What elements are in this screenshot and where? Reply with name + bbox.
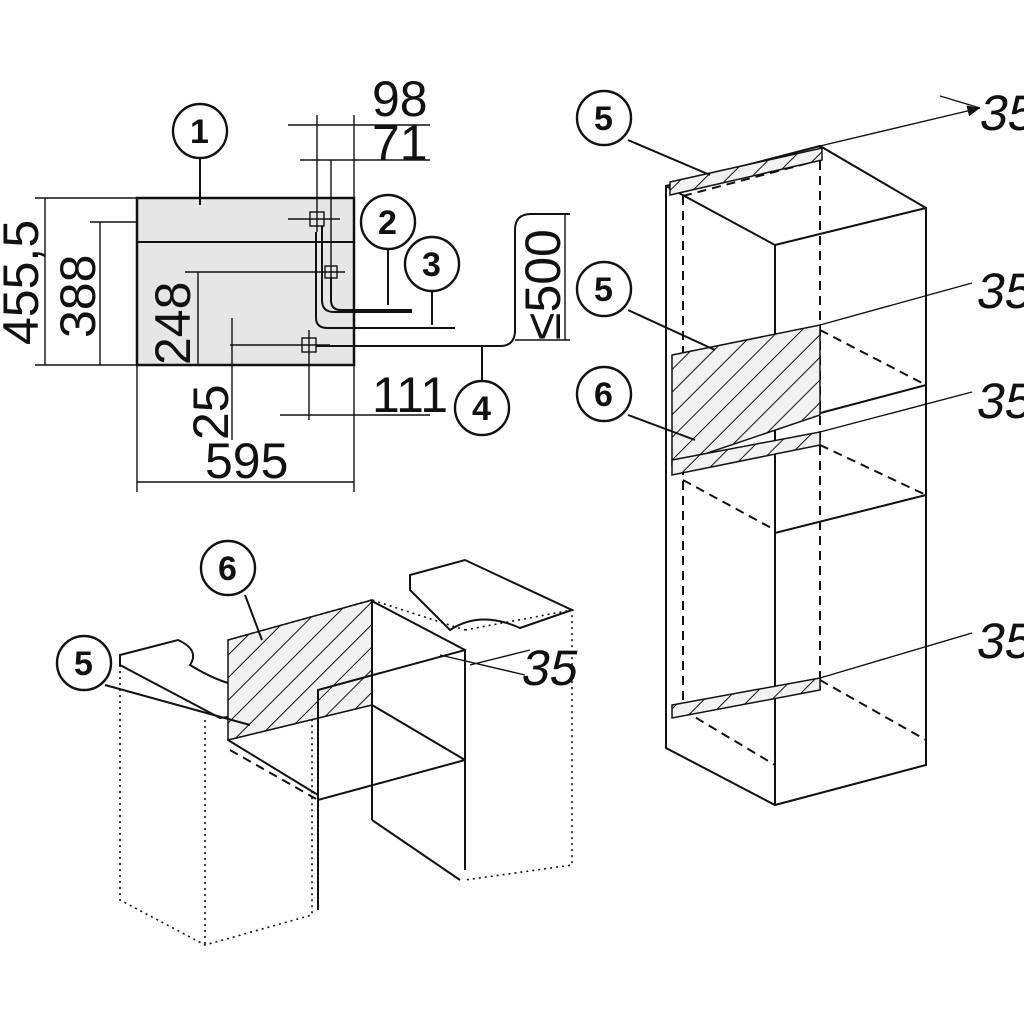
dim-35-undercounter: 35 (518, 639, 584, 696)
front-elevation: 98 71 455,5 388 248 25 595 111 ≤500 1 2 … (0, 71, 571, 492)
callout-5-bottom: 5 (74, 645, 93, 683)
dim-500: ≤500 (515, 229, 571, 340)
dim-595: 595 (205, 433, 288, 489)
dim-35-upper: 35 (973, 262, 1024, 319)
dim-71: 71 (372, 115, 428, 171)
callout-5-top: 5 (594, 100, 613, 138)
dim-111: 111 (372, 367, 448, 423)
callout-1: 1 (190, 113, 209, 151)
dim-248: 248 (145, 282, 201, 365)
under-counter: 35 6 5 (55, 539, 584, 946)
dim-35-middle: 35 (973, 372, 1024, 429)
callout-6-bottom: 6 (218, 550, 237, 588)
callout-6-right: 6 (594, 376, 613, 414)
dim-25: 25 (183, 384, 239, 440)
dim-35-lower: 35 (973, 612, 1024, 669)
callout-5-middle: 5 (594, 271, 613, 309)
callout-3: 3 (422, 246, 441, 284)
dim-388: 388 (50, 255, 106, 338)
dim-455-5: 455,5 (0, 220, 49, 345)
dim-98: 98 (372, 71, 428, 127)
callout-2: 2 (378, 204, 397, 242)
dim-35-top: 35 (976, 84, 1024, 141)
tall-cabinet: 35 35 35 35 5 5 6 (575, 84, 1024, 807)
callout-4: 4 (472, 390, 491, 428)
